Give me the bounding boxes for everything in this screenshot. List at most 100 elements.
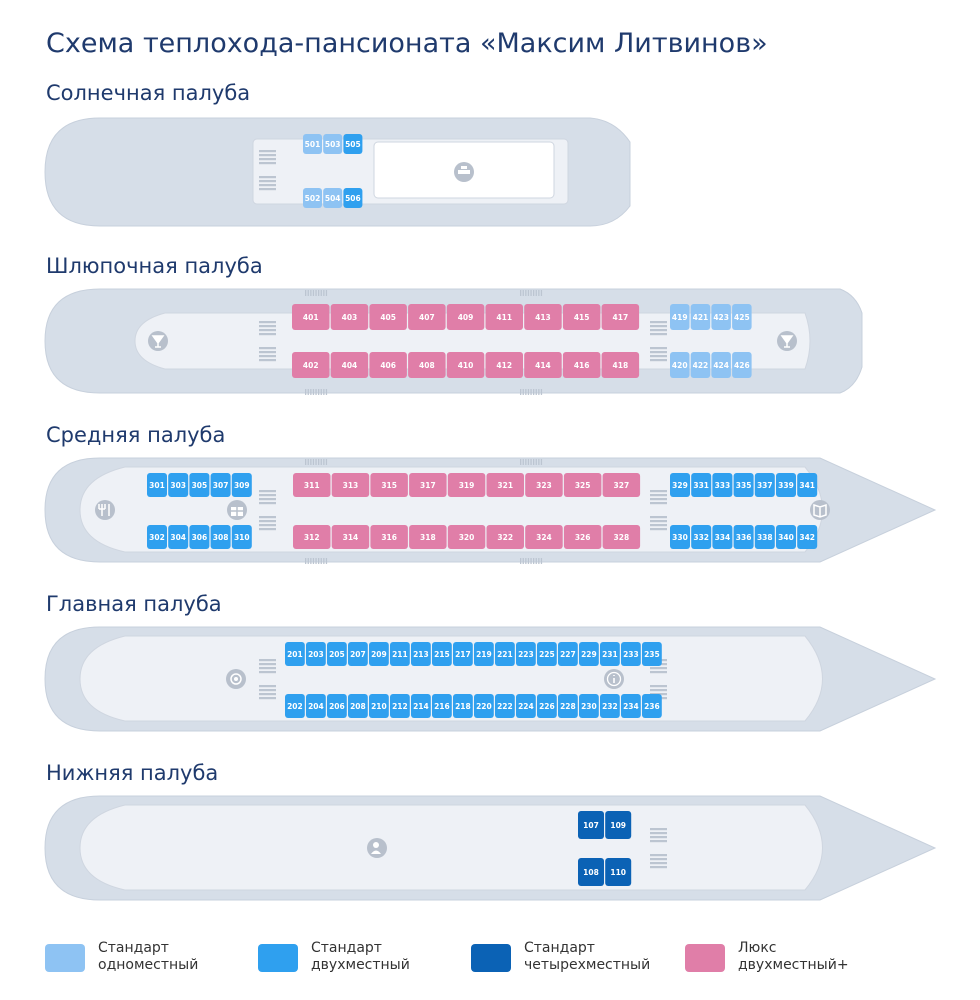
cabin-box[interactable] [390, 642, 410, 666]
cabin-321[interactable]: 321 [486, 473, 525, 497]
cabin-box[interactable] [486, 473, 525, 497]
cabin-box[interactable] [411, 642, 431, 666]
cabin-box[interactable] [446, 352, 485, 378]
cabin-502[interactable]: 502 [303, 188, 322, 208]
cabin-224[interactable]: 224 [516, 694, 536, 718]
cabin-303[interactable]: 303 [168, 473, 189, 497]
cabin-box[interactable] [602, 525, 641, 549]
cabin-box[interactable] [348, 694, 368, 718]
cabin-box[interactable] [562, 304, 601, 330]
cabin-box[interactable] [485, 304, 524, 330]
cabin-218[interactable]: 218 [453, 694, 473, 718]
cabin-box[interactable] [690, 304, 711, 330]
cabin-411[interactable]: 411 [485, 304, 524, 330]
cabin-322[interactable]: 322 [486, 525, 525, 549]
cabin-box[interactable] [690, 352, 711, 378]
cabin-418[interactable]: 418 [601, 352, 640, 378]
cabin-box[interactable] [306, 642, 326, 666]
cabin-box[interactable] [293, 473, 331, 497]
cabin-326[interactable]: 326 [563, 525, 602, 549]
cabin-box[interactable] [578, 858, 604, 886]
cabin-107[interactable]: 107 [578, 811, 604, 839]
cabin-box[interactable] [670, 352, 690, 378]
cabin-406[interactable]: 406 [369, 352, 407, 378]
cabin-box[interactable] [754, 525, 775, 549]
cabin-425[interactable]: 425 [732, 304, 752, 330]
cabin-501[interactable]: 501 [303, 134, 322, 154]
cabin-box[interactable] [621, 642, 641, 666]
cabin-box[interactable] [327, 642, 347, 666]
cabin-box[interactable] [733, 473, 754, 497]
cabin-324[interactable]: 324 [525, 525, 563, 549]
cabin-232[interactable]: 232 [600, 694, 620, 718]
cabin-box[interactable] [621, 694, 641, 718]
cabin-313[interactable]: 313 [331, 473, 370, 497]
cabin-335[interactable]: 335 [733, 473, 754, 497]
cabin-box[interactable] [797, 473, 818, 497]
cabin-box[interactable] [602, 473, 641, 497]
cabin-403[interactable]: 403 [330, 304, 369, 330]
cabin-box[interactable] [369, 352, 407, 378]
cabin-box[interactable] [712, 525, 733, 549]
cabin-box[interactable] [474, 642, 494, 666]
cabin-325[interactable]: 325 [563, 473, 602, 497]
cabin-216[interactable]: 216 [432, 694, 452, 718]
cabin-box[interactable] [732, 304, 752, 330]
cabin-box[interactable] [579, 694, 599, 718]
cabin-box[interactable] [453, 694, 473, 718]
cabin-328[interactable]: 328 [602, 525, 641, 549]
cabin-box[interactable] [331, 525, 370, 549]
cabin-box[interactable] [524, 304, 562, 330]
cabin-109[interactable]: 109 [605, 811, 632, 839]
cabin-box[interactable] [348, 642, 368, 666]
cabin-box[interactable] [369, 642, 389, 666]
cabin-223[interactable]: 223 [516, 642, 536, 666]
cabin-327[interactable]: 327 [602, 473, 641, 497]
cabin-box[interactable] [231, 473, 252, 497]
cabin-405[interactable]: 405 [369, 304, 407, 330]
cabin-box[interactable] [330, 304, 369, 330]
cabin-310[interactable]: 310 [231, 525, 252, 549]
cabin-318[interactable]: 318 [409, 525, 447, 549]
cabin-320[interactable]: 320 [447, 525, 486, 549]
cabin-219[interactable]: 219 [474, 642, 494, 666]
cabin-box[interactable] [711, 304, 731, 330]
cabin-box[interactable] [562, 352, 601, 378]
cabin-box[interactable] [447, 525, 486, 549]
cabin-box[interactable] [210, 473, 231, 497]
cabin-box[interactable] [642, 694, 662, 718]
cabin-box[interactable] [776, 525, 796, 549]
cabin-box[interactable] [691, 525, 712, 549]
cabin-420[interactable]: 420 [670, 352, 690, 378]
cabin-box[interactable] [776, 473, 796, 497]
cabin-311[interactable]: 311 [293, 473, 331, 497]
cabin-331[interactable]: 331 [691, 473, 712, 497]
cabin-306[interactable]: 306 [189, 525, 210, 549]
cabin-338[interactable]: 338 [754, 525, 775, 549]
cabin-319[interactable]: 319 [447, 473, 486, 497]
cabin-box[interactable] [189, 473, 210, 497]
cabin-315[interactable]: 315 [370, 473, 408, 497]
cabin-407[interactable]: 407 [408, 304, 446, 330]
cabin-332[interactable]: 332 [691, 525, 712, 549]
cabin-box[interactable] [432, 694, 452, 718]
cabin-box[interactable] [306, 694, 326, 718]
cabin-323[interactable]: 323 [525, 473, 563, 497]
cabin-box[interactable] [343, 188, 363, 208]
cabin-box[interactable] [408, 304, 446, 330]
cabin-box[interactable] [285, 642, 305, 666]
cabin-304[interactable]: 304 [168, 525, 189, 549]
cabin-337[interactable]: 337 [754, 473, 775, 497]
cabin-415[interactable]: 415 [562, 304, 601, 330]
cabin-box[interactable] [447, 473, 486, 497]
cabin-box[interactable] [486, 525, 525, 549]
cabin-box[interactable] [642, 642, 662, 666]
cabin-box[interactable] [446, 304, 485, 330]
cabin-box[interactable] [605, 811, 632, 839]
cabin-box[interactable] [409, 525, 447, 549]
cabin-203[interactable]: 203 [306, 642, 326, 666]
cabin-box[interactable] [327, 694, 347, 718]
cabin-413[interactable]: 413 [524, 304, 562, 330]
cabin-307[interactable]: 307 [210, 473, 231, 497]
cabin-312[interactable]: 312 [293, 525, 331, 549]
